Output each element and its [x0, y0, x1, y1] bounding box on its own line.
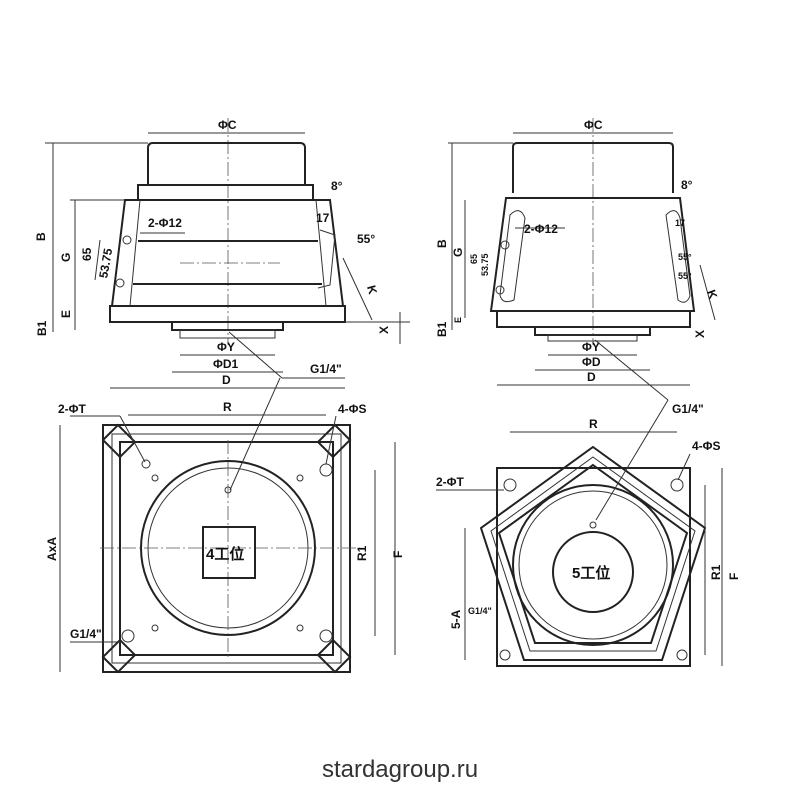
dim-G: G	[59, 253, 73, 262]
dim-4-phiS-r: 4-ΦS	[692, 439, 721, 453]
dim-2-phi12: 2-Φ12	[148, 216, 182, 230]
dim-port: G1/4"	[310, 362, 342, 376]
dim-53-75-r: 53.75	[480, 253, 490, 276]
dim-phiY-r: ΦY	[582, 340, 600, 354]
dim-R-r: R	[589, 417, 598, 431]
dim-port-plan: G1/4"	[70, 627, 102, 641]
dim-phiY: ΦY	[217, 340, 235, 354]
dim-port-r-top: G1/4"	[672, 402, 704, 416]
dim-17-r: 17	[675, 218, 685, 228]
dim-phiC: ΦC	[218, 118, 237, 132]
dim-E: E	[59, 310, 73, 318]
dim-8deg: 8°	[331, 179, 343, 193]
dim-55deg-b: 55°	[678, 271, 692, 281]
station-label-4: 4工位	[206, 545, 244, 563]
dim-B1-r: B1	[435, 321, 449, 337]
dim-8deg-r: 8°	[681, 178, 693, 192]
footer-website: stardagroup.ru	[321, 756, 479, 783]
station-label-5: 5工位	[572, 564, 610, 582]
dim-phiC-r: ΦC	[584, 118, 603, 132]
right-elevation-view: ΦC 8° 2-Φ12 B G 65 53.75 17 55° 55° K E …	[435, 118, 720, 386]
dim-phiD1: ΦD1	[213, 357, 239, 371]
dim-K: K	[364, 284, 380, 296]
left-elevation-view: ΦC B G 65 53.75 2-Φ12 8° 17 55° K E B1 X…	[34, 118, 410, 389]
dim-2-phiT: 2-ΦT	[58, 402, 87, 416]
dim-65-r: 65	[469, 254, 479, 264]
dim-4-phiS: 4-ΦS	[338, 402, 367, 416]
dim-X-r: X	[693, 330, 707, 338]
dim-B-r: B	[435, 239, 449, 248]
dim-X: X	[377, 326, 391, 334]
dim-53-75: 53.75	[96, 247, 115, 279]
dim-R1-r: R1	[709, 564, 723, 580]
dim-port-r-plan: G1/4"	[468, 606, 492, 616]
dim-B1: B1	[35, 320, 49, 336]
dim-F: F	[391, 551, 405, 558]
dim-D: D	[222, 373, 231, 387]
dim-F-r: F	[727, 573, 741, 580]
dim-R: R	[223, 400, 232, 414]
dim-55deg: 55°	[357, 232, 375, 246]
dim-5-A: 5-A	[449, 609, 463, 629]
right-plan-view: 5工位 R 4-ΦS 2-ΦT G1/4" R1 F 5-A G1/4"	[436, 339, 741, 667]
dim-AxA: AxA	[45, 537, 59, 561]
dim-E-r: E	[453, 317, 463, 323]
dim-D-r: D	[587, 370, 596, 384]
dim-55deg-a: 55°	[678, 252, 692, 262]
dim-17: 17	[316, 211, 330, 225]
dim-G-r: G	[451, 248, 465, 257]
left-plan-view: 4工位 R 2-ΦT 4-ΦS AxA R1 F G1/4"	[45, 377, 405, 674]
dim-2-phi12-r: 2-Φ12	[524, 222, 558, 236]
dim-B: B	[34, 232, 48, 241]
dim-R1: R1	[355, 545, 369, 561]
dim-phiD-r: ΦD	[582, 355, 601, 369]
dim-65: 65	[80, 247, 94, 261]
dim-2-phiT-r: 2-ΦT	[436, 475, 465, 489]
